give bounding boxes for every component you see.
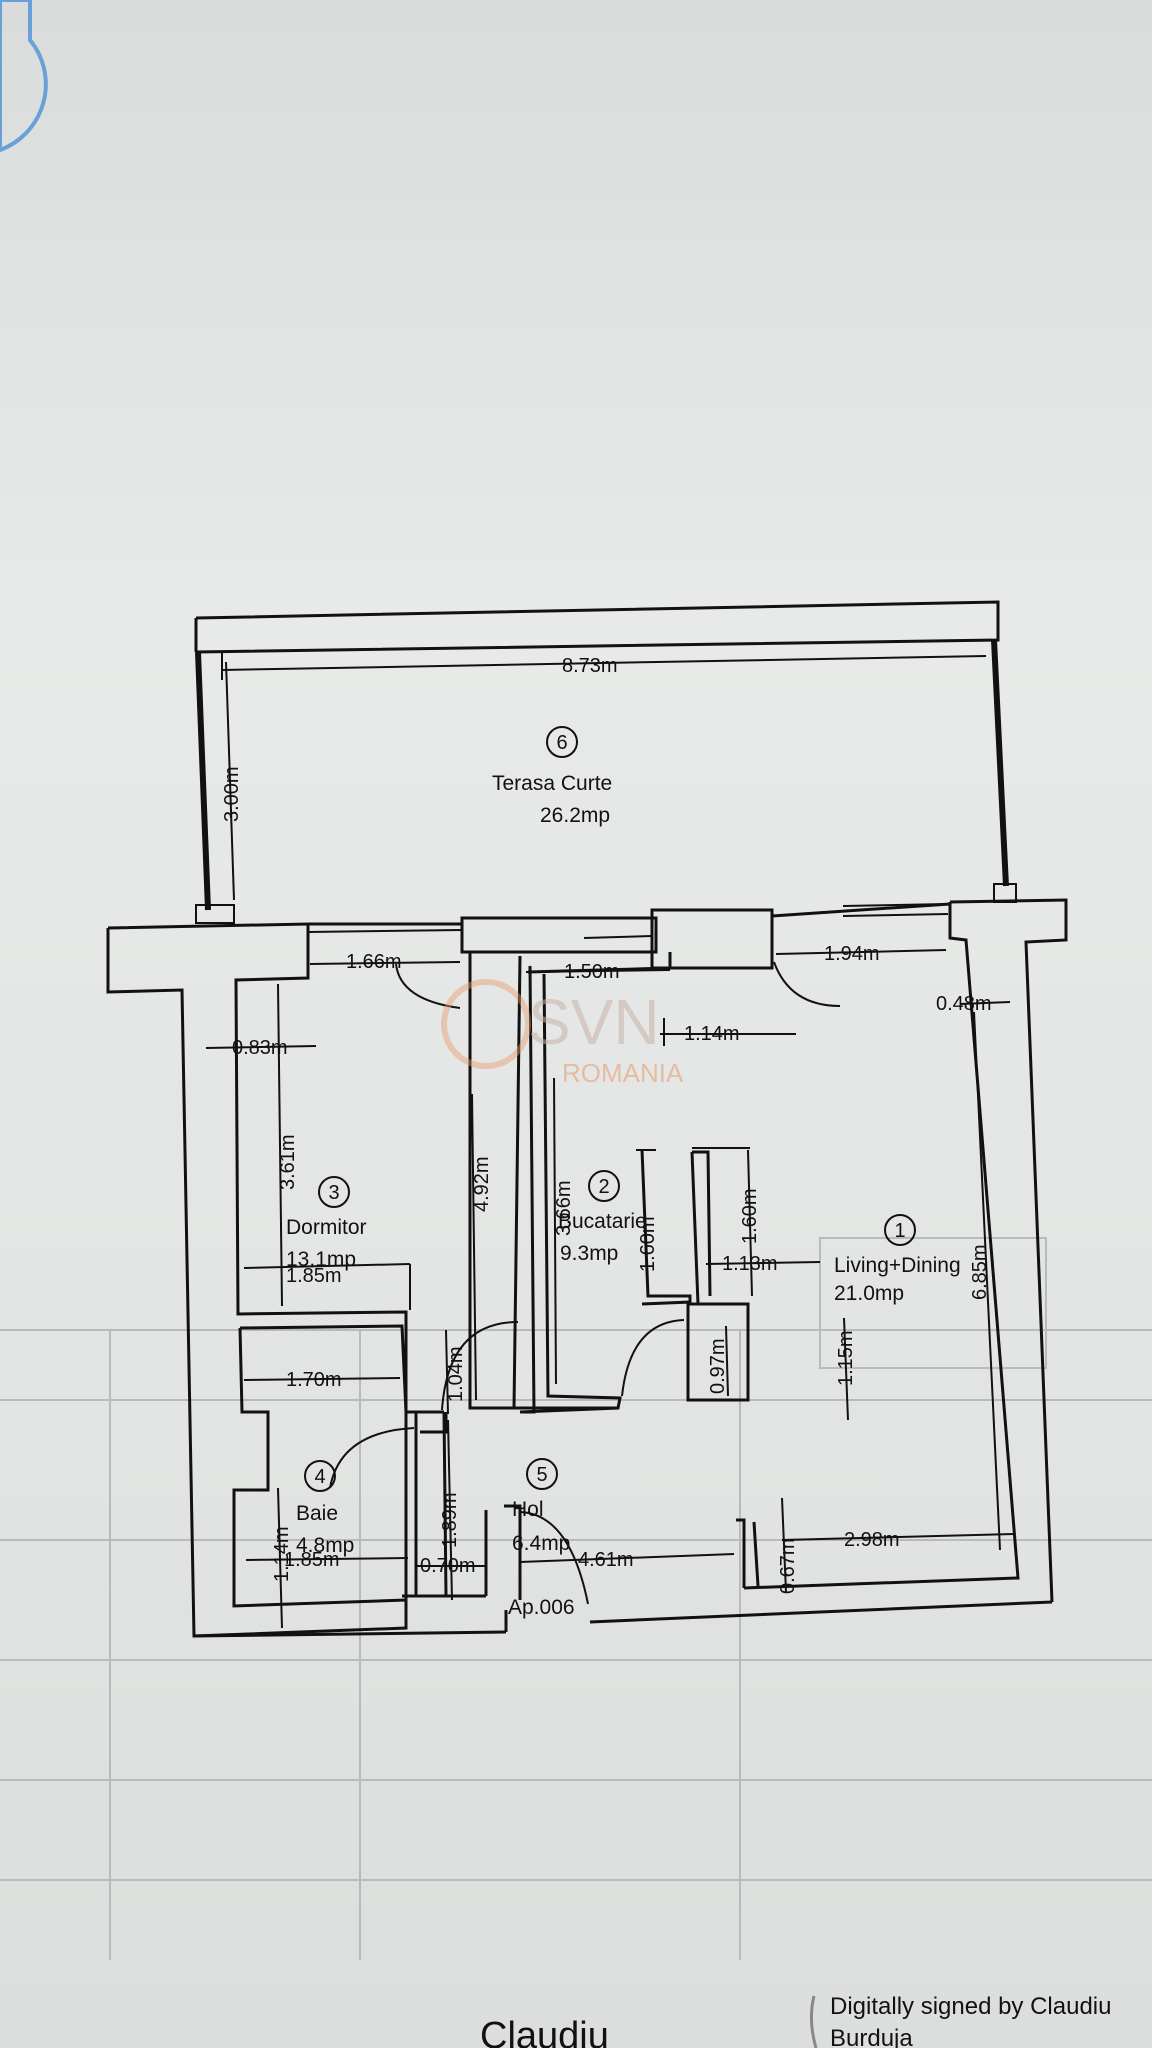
room-5-label: 5 Hol 6.4mp bbox=[512, 1458, 570, 1555]
dim-4-92: 4.92m bbox=[471, 1156, 493, 1212]
dim-1-85-baie: 1.85m bbox=[284, 1549, 340, 1571]
room-5-area: 6.4mp bbox=[512, 1532, 570, 1555]
signature-footer: Claudiu Digitally signed by Claudiu Burd… bbox=[480, 1993, 1111, 2048]
room-1-number: 1 bbox=[894, 1220, 905, 1242]
dim-terrace-width: 8.73m bbox=[562, 655, 618, 677]
dim-0-48: 0.48m bbox=[936, 993, 992, 1015]
dim-0-83: 0.83m bbox=[232, 1037, 288, 1059]
room-5-name: Hol bbox=[512, 1498, 544, 1521]
apartment-number: Ap.006 bbox=[508, 1596, 575, 1619]
watermark-logo-icon bbox=[441, 979, 531, 1069]
room-4-name: Baie bbox=[296, 1502, 338, 1525]
terrace-outline bbox=[194, 600, 1017, 924]
dim-0-67: 0.67m bbox=[777, 1538, 799, 1594]
background-form-lines bbox=[0, 1237, 1152, 1960]
room-3-area: 13.1mp bbox=[286, 1248, 356, 1271]
room-3-label: 3 Dormitor 13.1mp bbox=[286, 1176, 367, 1271]
room-4-number: 4 bbox=[314, 1466, 325, 1488]
dim-6-85: 6.85m bbox=[969, 1244, 991, 1300]
dimension-lines bbox=[205, 652, 1015, 1629]
dim-1-14-baie: 1.14m bbox=[271, 1526, 293, 1582]
room-number-marker-icon bbox=[884, 1214, 916, 1246]
room-2-area: 9.3mp bbox=[560, 1242, 618, 1265]
room-1-label: 1 Living+Dining 21.0mp bbox=[834, 1214, 961, 1305]
room-1-name: Living+Dining bbox=[834, 1254, 961, 1277]
room-4-area: 4.8mp bbox=[296, 1534, 354, 1557]
room-number-marker-icon bbox=[318, 1176, 350, 1208]
room-5-number: 5 bbox=[536, 1464, 547, 1486]
dim-1-50: 1.50m bbox=[564, 961, 620, 983]
dim-2-98: 2.98m bbox=[844, 1529, 900, 1551]
dim-1-04: 1.04m bbox=[445, 1346, 467, 1402]
dim-1-60-left: 1.60m bbox=[637, 1216, 659, 1272]
watermark-country: ROMANIA bbox=[562, 1058, 684, 1088]
dim-1-94: 1.94m bbox=[824, 943, 880, 965]
room-3-number: 3 bbox=[328, 1182, 339, 1204]
room-4-label: 4 Baie 4.8mp bbox=[296, 1460, 354, 1557]
room-6-number: 6 bbox=[556, 732, 567, 754]
room-number-marker-icon bbox=[304, 1460, 336, 1492]
dim-1-15: 1.15m bbox=[835, 1330, 857, 1386]
room-2-number: 2 bbox=[598, 1176, 609, 1198]
room-number-marker-icon bbox=[588, 1170, 620, 1202]
watermark-brand: SVN bbox=[528, 986, 660, 1058]
stamp-seal-icon bbox=[0, 0, 48, 153]
room-6-area: 26.2mp bbox=[540, 804, 610, 827]
dimension-labels: 8.73m 3.00m 1.66m 1.50m 1.94m 0.48m 1.14… bbox=[221, 655, 992, 1594]
dim-1-85-dormitor: 1.85m bbox=[286, 1265, 342, 1287]
dim-1-14-top: 1.14m bbox=[684, 1023, 740, 1045]
dim-0-97: 0.97m bbox=[707, 1338, 729, 1394]
outer-walls bbox=[106, 898, 1068, 1638]
digital-signature-name: Burduja bbox=[830, 2025, 913, 2048]
room-2-name: Bucatarie bbox=[558, 1210, 647, 1233]
dim-1-66: 1.66m bbox=[346, 951, 402, 973]
dim-terrace-depth: 3.00m bbox=[221, 766, 243, 822]
door-swings bbox=[329, 961, 841, 1605]
room-1-area: 21.0mp bbox=[834, 1282, 904, 1305]
dim-3-61: 3.61m bbox=[277, 1134, 299, 1190]
room-2-label: 2 Bucatarie 9.3mp bbox=[558, 1170, 647, 1265]
dim-3-66: 3.66m bbox=[553, 1180, 575, 1236]
signer-name: Claudiu bbox=[480, 2015, 609, 2048]
dim-1-60-right: 1.60m bbox=[739, 1188, 761, 1244]
dim-0-70: 0.70m bbox=[420, 1555, 476, 1577]
dim-1-89: 1.89m bbox=[439, 1492, 461, 1548]
room-6-label: 6 Terasa Curte 26.2mp bbox=[492, 726, 612, 827]
room-6-name: Terasa Curte bbox=[492, 772, 612, 795]
dim-4-61: 4.61m bbox=[578, 1549, 634, 1571]
watermark: SVN ROMANIA bbox=[441, 979, 684, 1088]
dim-1-70: 1.70m bbox=[286, 1369, 342, 1391]
dim-1-13: 1.13m bbox=[722, 1253, 778, 1275]
digital-signature-note: Digitally signed by Claudiu bbox=[830, 1993, 1111, 2020]
room-number-marker-icon bbox=[546, 726, 578, 758]
room-3-name: Dormitor bbox=[286, 1216, 367, 1239]
signature-bracket-icon bbox=[809, 1995, 818, 2048]
room-number-marker-icon bbox=[526, 1458, 558, 1490]
